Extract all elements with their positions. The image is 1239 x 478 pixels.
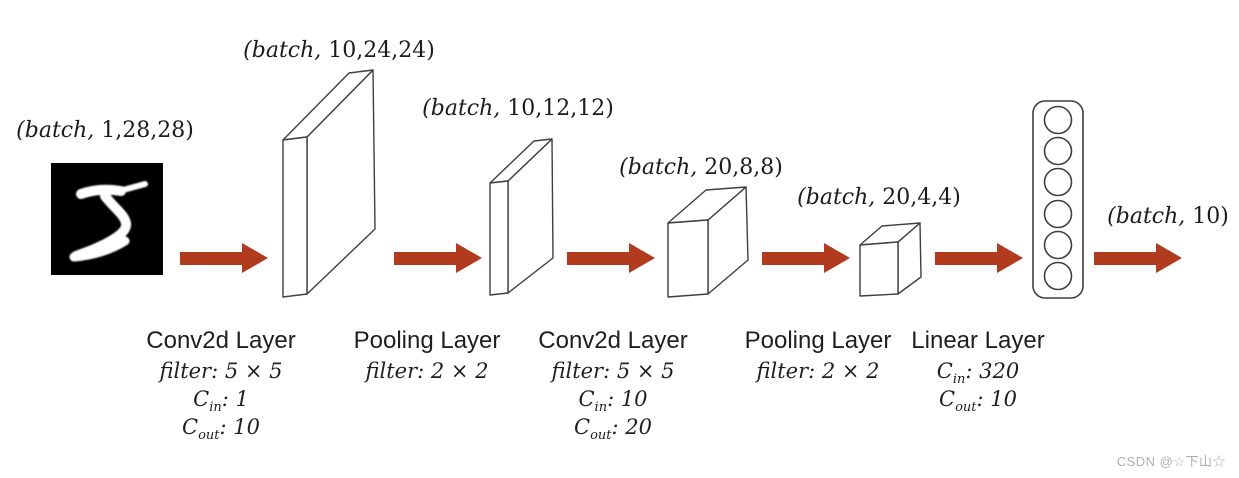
shape-label-dims: 20,4,4) <box>875 185 961 210</box>
layer-filter: filter: 5 × 5 <box>159 359 283 383</box>
shape-label-dims: 10) <box>1185 204 1229 229</box>
digit-5-drawing <box>69 181 148 262</box>
layer-info-pool1: Pooling Layer filter: 2 × 2 <box>354 327 501 385</box>
layer-cin: Cin: 320 <box>911 357 1044 388</box>
cout-symbol: C <box>182 415 199 439</box>
layer-info-linear: Linear Layer Cin: 320 Cout: 10 <box>911 327 1045 416</box>
pool2-output-cube <box>859 222 922 297</box>
mnist-digit-image <box>51 163 163 275</box>
layer-cout: Cout: 10 <box>146 413 295 444</box>
cout-value: : 10 <box>219 415 260 439</box>
tensor-shape-label-pool2: (batch, 20,4,4) <box>797 185 961 211</box>
layer-info-conv1: Conv2d Layer filter: 5 × 5 Cin: 1 Cout: … <box>146 327 296 444</box>
linear-layer-nodes <box>1032 100 1084 299</box>
conv2-output-box <box>667 186 749 298</box>
layer-cout: Cout: 10 <box>911 385 1044 416</box>
layer-filter: filter: 5 × 5 <box>551 359 675 383</box>
conv1-output-slab <box>282 69 376 298</box>
cout-subscript: out <box>590 428 612 444</box>
cout-subscript: out <box>198 428 220 444</box>
layer-cin: Cin: 1 <box>146 385 295 416</box>
arrow-right-icon <box>180 243 268 273</box>
tensor-shape-label-input: (batch, 1,28,28) <box>16 118 194 144</box>
arrow-right-icon <box>1094 243 1182 273</box>
shape-label-dims: 20,8,8) <box>697 155 783 180</box>
layer-cin: Cin: 10 <box>538 385 687 416</box>
cin-symbol: C <box>936 359 953 383</box>
arrow-right-icon <box>762 243 850 273</box>
shape-label-word: (batch, <box>243 38 322 63</box>
cin-symbol: C <box>193 387 210 411</box>
shape-label-word: (batch, <box>619 155 698 180</box>
arrow-right-icon <box>935 243 1023 273</box>
shape-label-dims: 1,28,28) <box>94 118 194 143</box>
shape-label-dims: 10,12,12) <box>500 96 614 121</box>
cout-symbol: C <box>938 387 956 411</box>
layer-title: Pooling Layer <box>744 327 892 354</box>
layer-info-conv2: Conv2d Layer filter: 5 × 5 Cin: 10 Cout:… <box>538 327 688 444</box>
layer-title: Conv2d Layer <box>146 327 296 354</box>
layer-info-pool2: Pooling Layer filter: 2 × 2 <box>745 327 892 385</box>
tensor-shape-label-pool1: (batch, 10,12,12) <box>422 96 614 122</box>
cout-symbol: C <box>574 415 591 439</box>
cin-subscript: in <box>209 400 222 416</box>
pool1-output-slab <box>489 138 554 296</box>
shape-label-word: (batch, <box>422 96 501 121</box>
shape-label-dims: 10,24,24) <box>321 38 435 63</box>
layer-cout: Cout: 20 <box>538 413 687 444</box>
csdn-watermark: CSDN @☆下山☆ <box>1116 454 1226 469</box>
layer-filter: filter: 2 × 2 <box>365 359 489 383</box>
layer-title: Conv2d Layer <box>538 327 688 354</box>
cin-value: : 1 <box>221 387 249 411</box>
cin-subscript: in <box>594 400 608 416</box>
arrow-right-icon <box>394 243 482 273</box>
layer-filter: filter: 2 × 2 <box>756 359 880 383</box>
cin-value: : 10 <box>607 387 648 411</box>
cout-value: : 20 <box>611 415 652 439</box>
shape-label-word: (batch, <box>16 118 95 143</box>
cin-subscript: in <box>952 372 966 388</box>
shape-label-word: (batch, <box>1107 204 1186 229</box>
cout-subscript: out <box>955 400 977 416</box>
tensor-shape-label-conv1: (batch, 10,24,24) <box>243 38 435 64</box>
cin-value: : 320 <box>965 359 1020 383</box>
layer-title: Pooling Layer <box>353 327 501 354</box>
shape-label-word: (batch, <box>797 185 876 210</box>
tensor-shape-label-output: (batch, 10) <box>1107 204 1229 230</box>
arrow-right-icon <box>567 243 655 273</box>
cin-symbol: C <box>578 387 595 411</box>
cout-value: : 10 <box>976 387 1017 411</box>
tensor-shape-label-conv2: (batch, 20,8,8) <box>619 155 783 181</box>
layer-title: Linear Layer <box>911 327 1045 354</box>
